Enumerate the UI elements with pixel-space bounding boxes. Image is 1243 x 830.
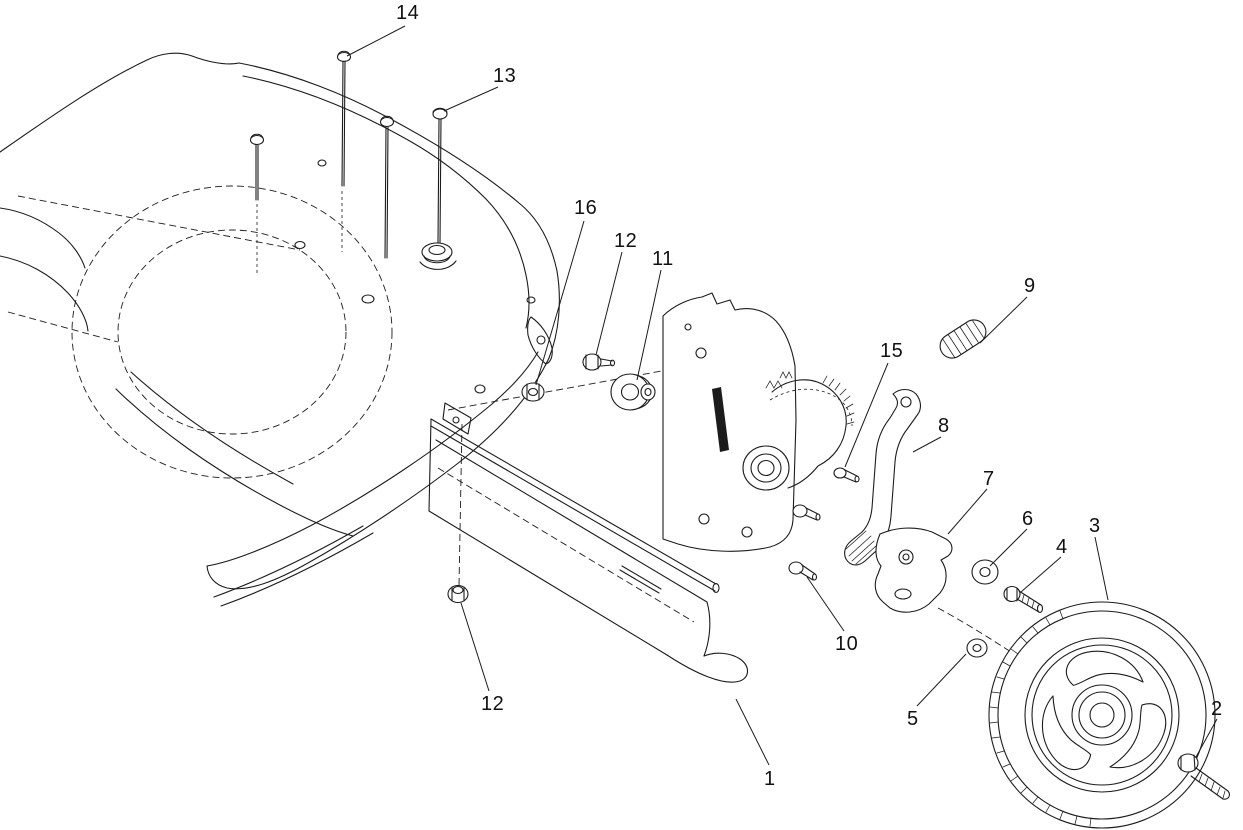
assembly-axis-upper (447, 363, 701, 411)
part-6-washer (971, 559, 999, 585)
part-15-bolt (833, 467, 860, 483)
mower-housing (0, 52, 560, 607)
adjuster-plate (662, 292, 797, 552)
assembly-axis-nut (458, 423, 463, 587)
fill-cap (419, 242, 457, 270)
screw-left (249, 133, 265, 275)
callout-part-2: 2 (1211, 698, 1223, 720)
callout-leader-lines (346, 25, 1218, 766)
part-2-wheel-bolt (1177, 753, 1230, 800)
callout-part-7: 7 (983, 468, 995, 490)
part-7-wheel-bracket (874, 527, 953, 613)
callout-part-15: 15 (880, 340, 904, 362)
part-14-screw (336, 50, 352, 252)
part-3-wheel (988, 601, 1216, 829)
part-8-adjuster-arm (844, 388, 921, 566)
part-4-bolt (1003, 585, 1044, 614)
part-9-grip-clip (939, 319, 987, 359)
part-12-nut-upper (582, 353, 616, 371)
part-5-washer (966, 638, 988, 658)
part-10-bolt-lower (788, 561, 818, 581)
part-10-bolt-upper (792, 504, 821, 521)
callout-part-4: 4 (1056, 536, 1068, 558)
callout-part-11: 11 (652, 248, 674, 270)
wheel-tread (989, 610, 1092, 827)
callout-part-16: 16 (574, 197, 598, 219)
screw-middle (379, 115, 395, 259)
callout-part-1: 1 (764, 768, 776, 790)
gear-sector (765, 371, 855, 489)
callout-part-9: 9 (1024, 275, 1036, 297)
callout-part-6: 6 (1022, 508, 1034, 530)
part-1-baffle-plate (428, 418, 749, 683)
wheel-spokes (1023, 632, 1167, 777)
part-13-screw (432, 107, 448, 244)
part-16-flange-nut (521, 382, 545, 402)
callout-part-5: 5 (907, 708, 919, 730)
callout-part-13: 13 (493, 65, 517, 87)
callout-part-14: 14 (396, 2, 420, 24)
callout-part-12-upper: 12 (614, 230, 638, 252)
part-12-nut-lower (447, 584, 469, 604)
callout-part-8: 8 (938, 415, 950, 437)
callout-part-10: 10 (835, 633, 859, 655)
part-11-roller (610, 373, 656, 411)
callout-part-12-lower: 12 (481, 693, 505, 715)
callout-part-3: 3 (1089, 515, 1101, 537)
